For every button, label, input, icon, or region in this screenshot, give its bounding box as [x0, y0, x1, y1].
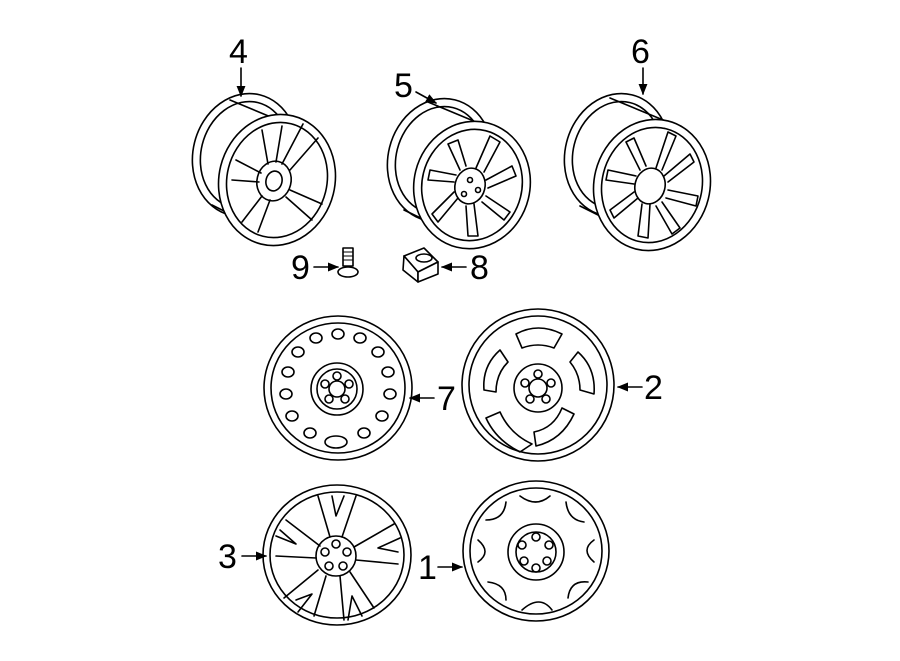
callout-7: 7 [437, 380, 456, 418]
callout-4: 4 [229, 33, 248, 71]
wheel-6[interactable] [552, 82, 725, 263]
callout-leaders [236, 67, 648, 572]
wheel-5[interactable] [375, 87, 544, 261]
callout-9: 9 [291, 249, 310, 287]
wheel-4[interactable] [180, 82, 350, 258]
wheel-2[interactable] [461, 308, 615, 462]
wheel-stud-9[interactable] [337, 247, 359, 278]
callout-6: 6 [631, 33, 650, 71]
callout-3: 3 [218, 538, 237, 576]
callout-labels: 4 5 6 9 8 7 2 3 1 [218, 33, 663, 587]
wheel-1[interactable] [462, 480, 610, 622]
wheel-7[interactable] [263, 315, 413, 461]
callout-1: 1 [418, 549, 437, 587]
wheel-3[interactable] [262, 484, 412, 626]
callout-8: 8 [470, 249, 489, 287]
lug-nut-8[interactable] [402, 247, 439, 283]
callout-2: 2 [644, 369, 663, 407]
callout-5: 5 [394, 67, 413, 105]
